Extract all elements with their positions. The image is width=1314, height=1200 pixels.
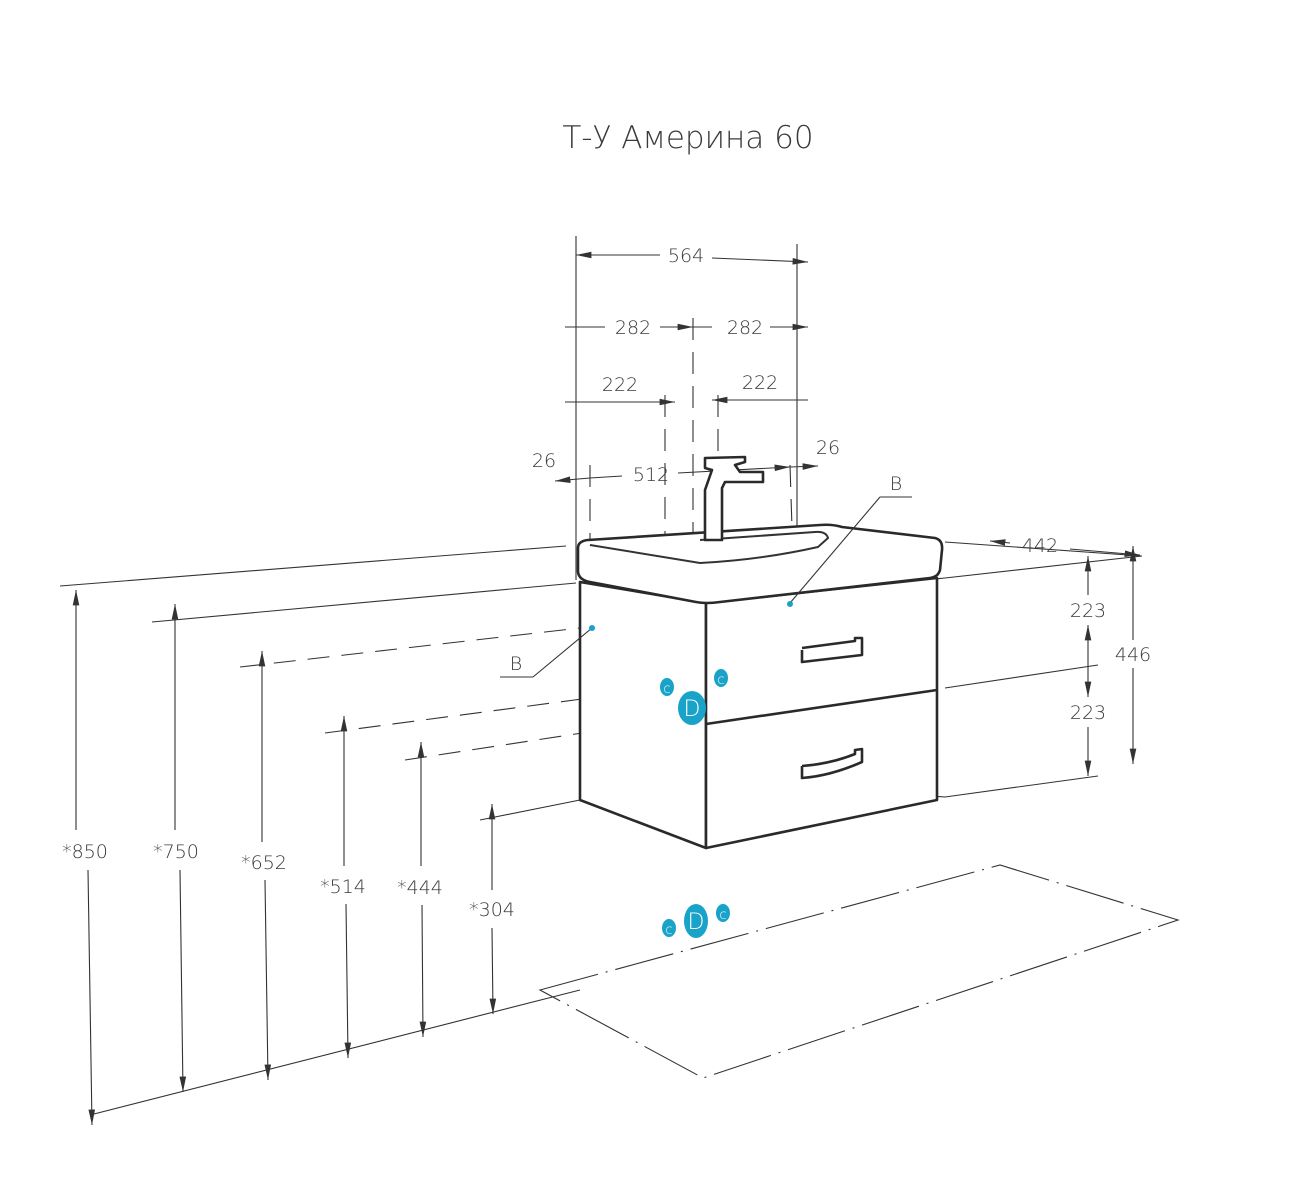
dim-442: 442 — [1022, 535, 1058, 557]
height-750: *750 — [153, 841, 199, 863]
dim-446: 446 — [1115, 644, 1151, 666]
inlet-label: c — [717, 673, 724, 688]
dim-564: 564 — [668, 245, 704, 267]
dim-282-left: 282 — [615, 317, 651, 339]
dim-222-left: 222 — [602, 374, 638, 396]
inlet-label: c — [719, 908, 726, 923]
dim-282-right: 282 — [727, 317, 763, 339]
drawer-handle-bottom — [800, 747, 864, 780]
cabinet — [578, 576, 939, 850]
drawing-title: Т-У Америна 60 — [562, 120, 813, 156]
wall-connections: c c D — [660, 669, 728, 725]
dim-223-bottom: 223 — [1070, 702, 1106, 724]
inlet-label: c — [665, 923, 672, 938]
label-b-left: B — [510, 653, 522, 675]
water-inlet-icon — [660, 678, 674, 696]
height-514: *514 — [320, 876, 366, 898]
water-inlet-icon — [716, 904, 730, 922]
washbasin — [576, 523, 944, 605]
height-dimensions: *850 *750 *652 *514 *444 *304 — [62, 590, 515, 1126]
callout-b-left: B — [500, 625, 595, 678]
drain-label: D — [688, 910, 705, 935]
drawer-handle-top — [800, 636, 864, 664]
right-dimensions: 442 223 223 446 — [989, 535, 1151, 776]
water-inlet-icon — [662, 919, 676, 937]
height-652: *652 — [241, 852, 287, 874]
dim-512: 512 — [633, 464, 669, 486]
floor-outline — [538, 864, 1180, 1079]
drain-icon — [678, 691, 706, 725]
dim-222-right: 222 — [742, 372, 778, 394]
dim-26-right: 26 — [816, 437, 840, 459]
inlet-label: c — [663, 682, 670, 697]
height-850: *850 — [62, 841, 108, 863]
water-inlet-icon — [714, 669, 728, 687]
drain-icon — [684, 904, 708, 938]
top-dimensions: 564 282 282 222 222 26 512 26 — [532, 245, 840, 486]
callout-b-right: B — [787, 473, 912, 607]
height-444: *444 — [397, 877, 443, 899]
dim-223-top: 223 — [1070, 600, 1106, 622]
dim-26-left: 26 — [532, 450, 556, 472]
height-304: *304 — [469, 899, 515, 921]
floor-connections: c c D — [662, 904, 730, 938]
faucet — [703, 455, 765, 542]
label-b-right: B — [890, 473, 902, 495]
drain-label: D — [684, 697, 701, 722]
